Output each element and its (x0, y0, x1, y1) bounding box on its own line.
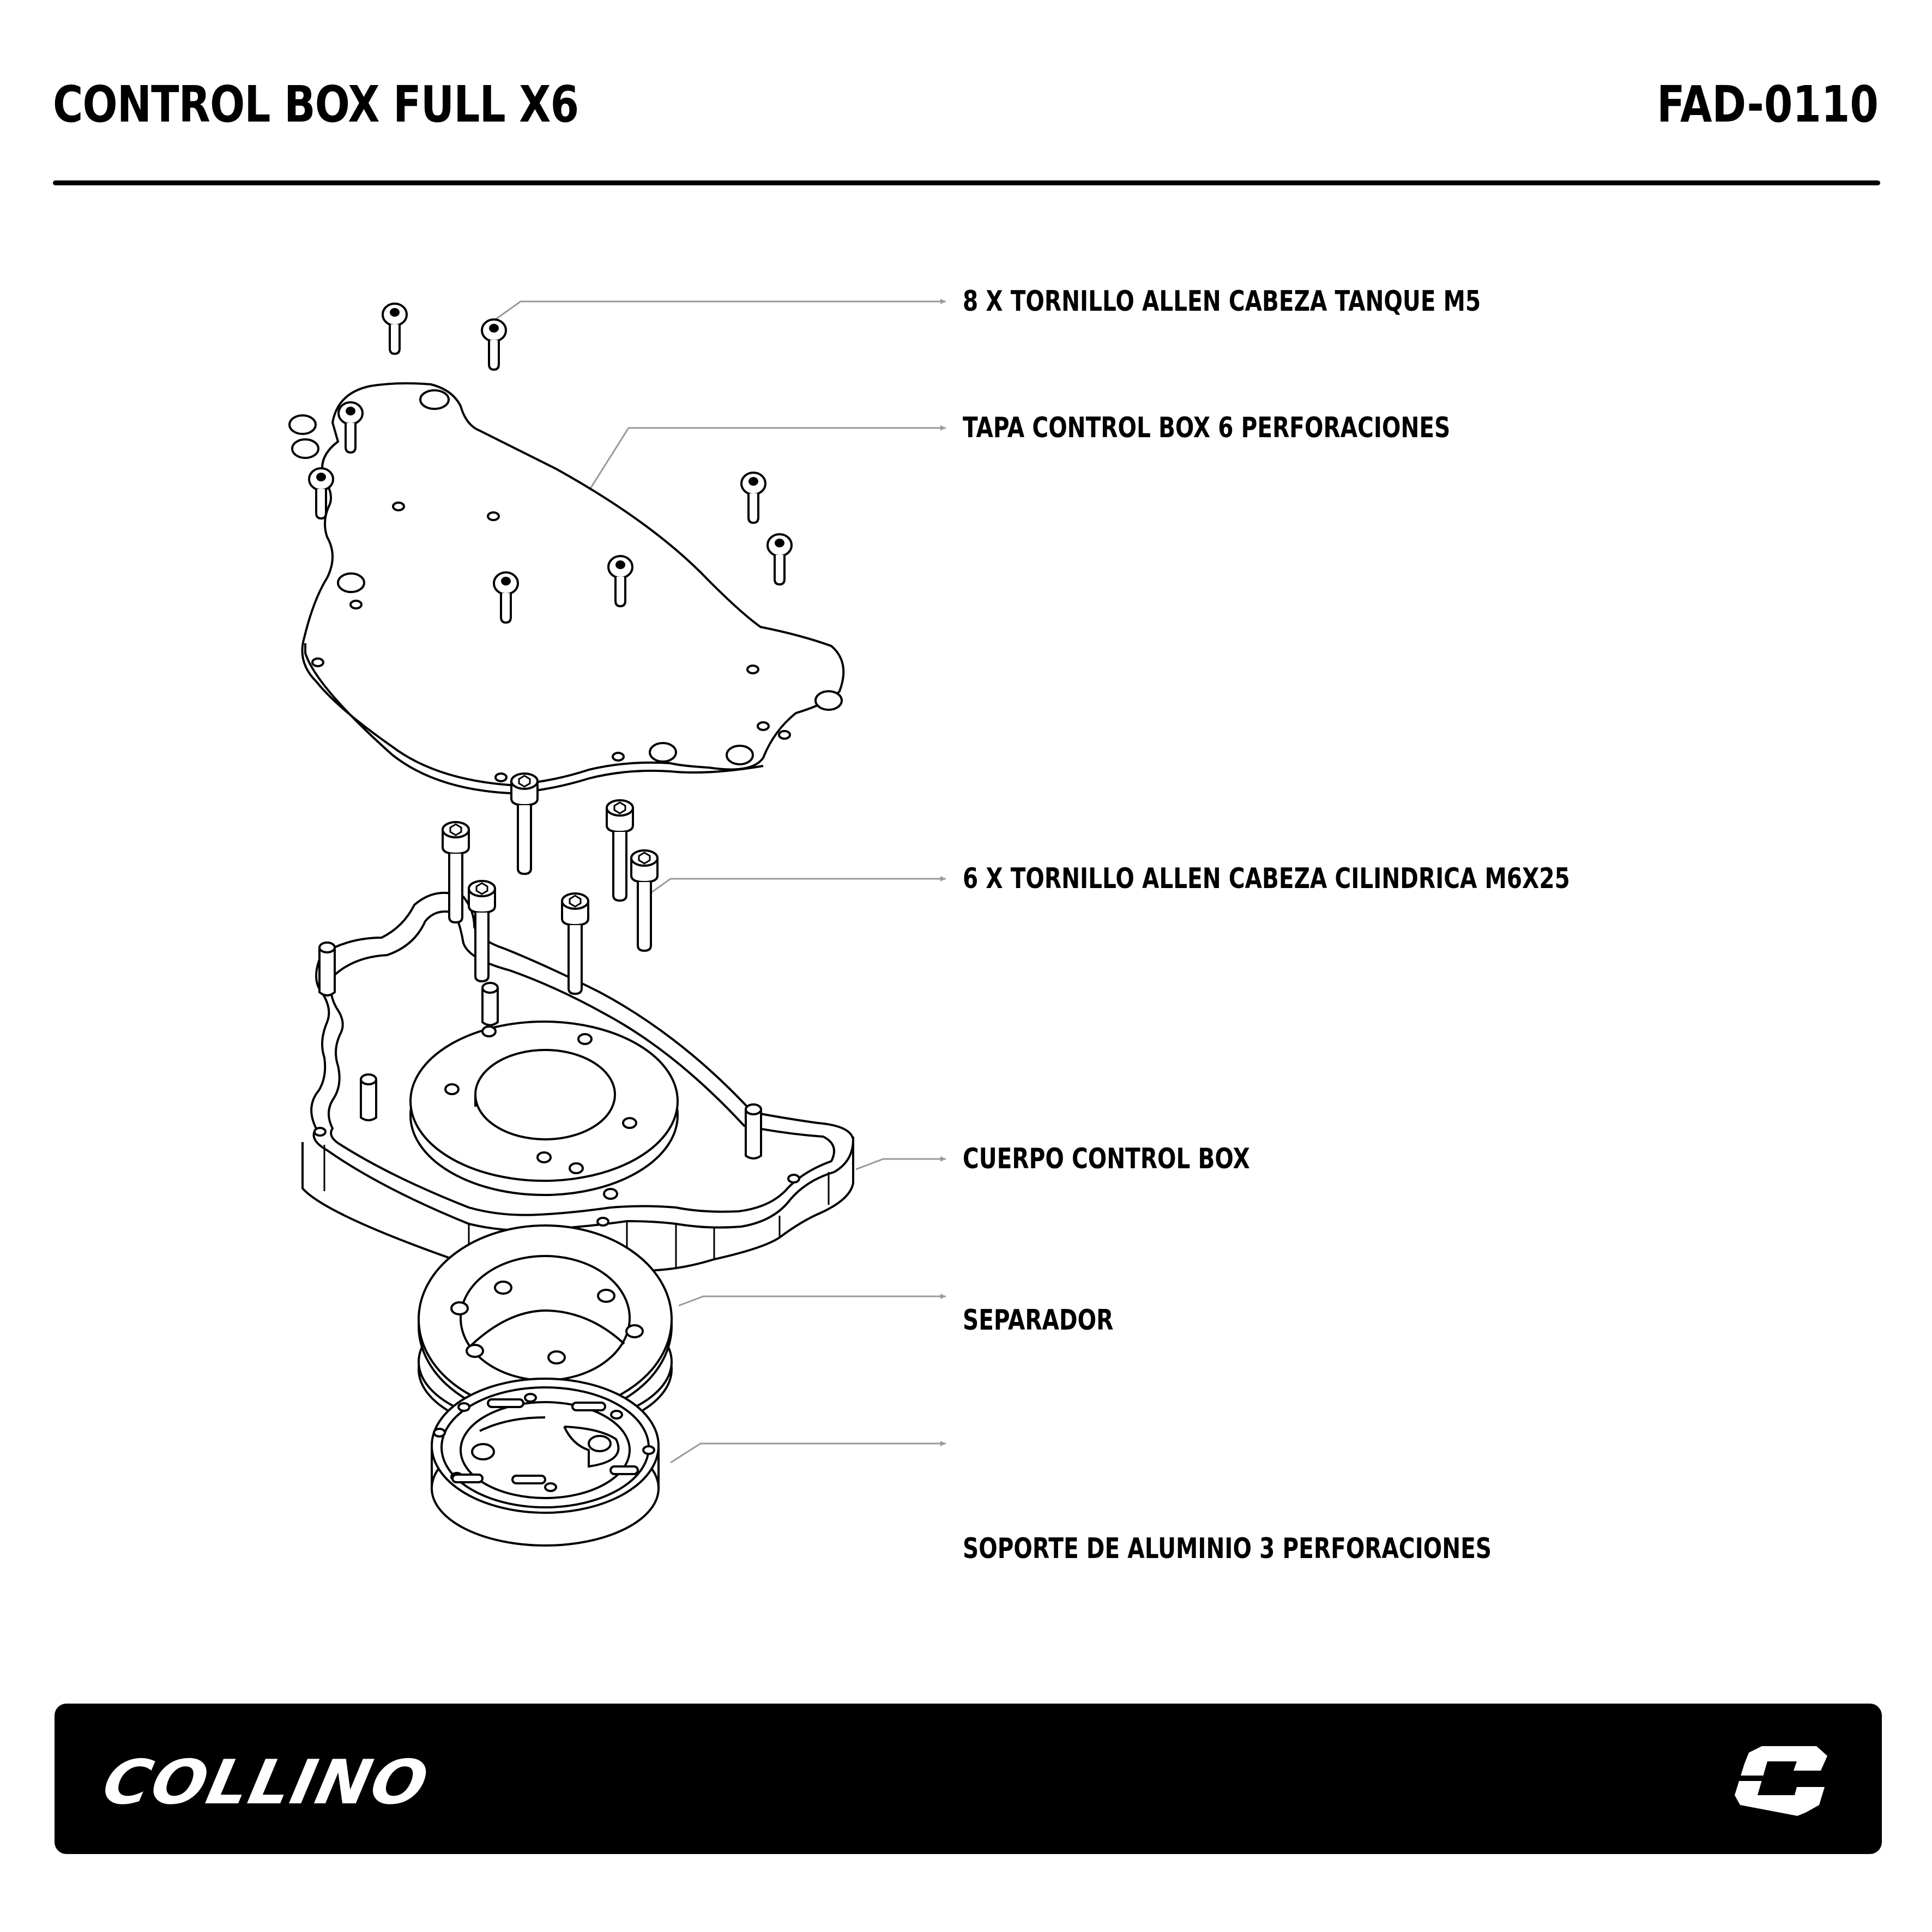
screw-m5 (740, 472, 766, 524)
header-divider (53, 180, 1880, 185)
leader-support (670, 1441, 946, 1464)
leader-body (855, 1156, 946, 1170)
leader-spacer (678, 1294, 946, 1307)
part-label-cover: TAPA CONTROL BOX 6 PERFORACIONES (963, 412, 1451, 444)
cap-screws-m6 (442, 772, 659, 995)
brand-logo-text: COLLINO (96, 1747, 436, 1818)
footer-bar: COLLINO (55, 1704, 1882, 1854)
screw-m6 (630, 849, 659, 952)
part-label-screws-m6: 6 X TORNILLO ALLEN CABEZA CILINDRICA M6X… (963, 862, 1570, 895)
part-label-body: CUERPO CONTROL BOX (963, 1143, 1250, 1175)
part-label-spacer: SEPARADOR (963, 1304, 1114, 1337)
screw-m5 (481, 318, 507, 371)
page-title: CONTROL BOX FULL X6 (53, 75, 579, 134)
leader-screws-m5 (492, 299, 946, 323)
screw-m5 (382, 303, 408, 355)
part-label-screws-m5: 8 X TORNILLO ALLEN CABEZA TANQUE M5 (963, 285, 1481, 318)
part-label-support: SOPORTE DE ALUMINIO 3 PERFORACIONES (963, 1532, 1492, 1565)
screw-m5 (766, 533, 793, 585)
screw-m6 (510, 772, 539, 875)
control-box-body-drawing (301, 891, 855, 1274)
collino-c-logo-icon (1729, 1746, 1833, 1816)
leader-lines (492, 299, 946, 1464)
leader-screws-m6 (647, 876, 946, 896)
screw-m6 (606, 799, 634, 902)
support-drawing (431, 1378, 660, 1547)
cover-plate-drawing (288, 382, 845, 795)
product-code: FAD-0110 (1657, 75, 1879, 134)
